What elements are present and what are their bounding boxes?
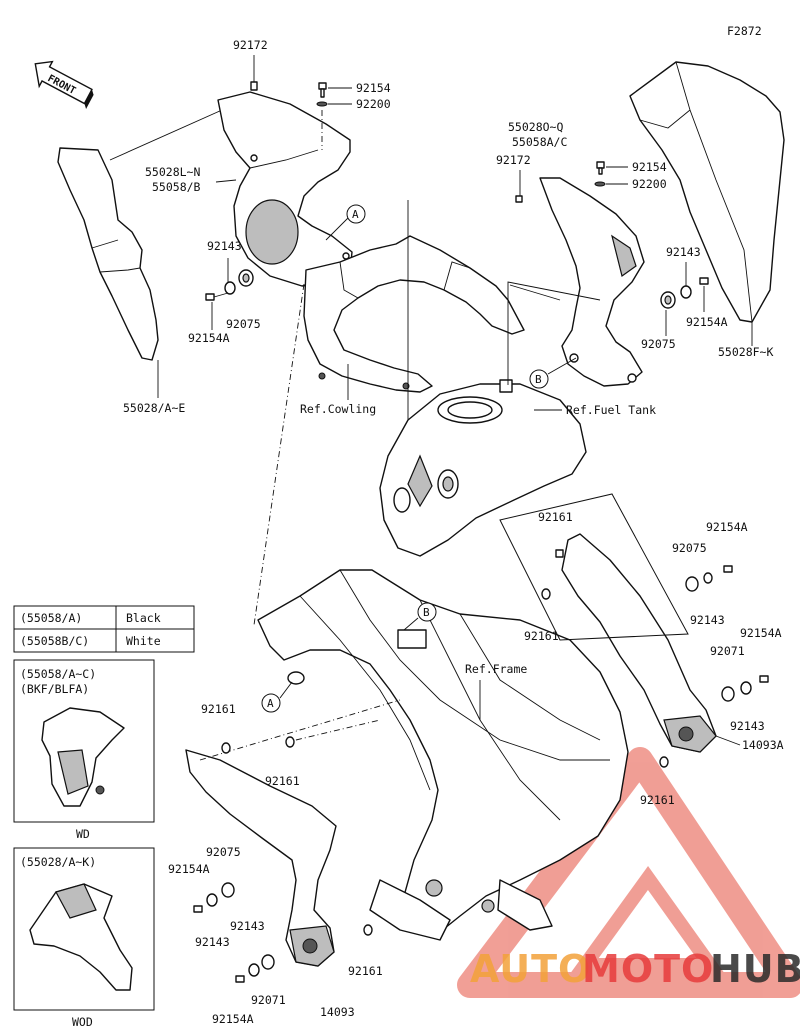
watermark-hub: HUB xyxy=(710,947,800,991)
color-table: (55058/A) Black (55058B/C) White xyxy=(13,605,195,653)
right-lower-bracket-box xyxy=(499,493,689,641)
callout-b-top: B xyxy=(529,357,577,389)
label-92143-m: 92143 xyxy=(690,613,725,627)
label-92161-a: 92161 xyxy=(538,510,573,524)
inset-wd-title-1: (55058/A~C) xyxy=(20,667,96,681)
lower-cover-left xyxy=(185,749,337,967)
label-92154A-b2: 92154A xyxy=(212,1012,254,1026)
bolt-92154A-left xyxy=(205,292,229,330)
inset-wod-caption: WOD xyxy=(72,1015,93,1029)
inset-wod: (55028/A~K) WOD xyxy=(13,847,155,1029)
label-92154A-m2: 92154A xyxy=(740,626,782,640)
color-code-row1: (55058/A) xyxy=(20,611,82,625)
svg-text:B: B xyxy=(423,606,430,619)
hardware-right-lower xyxy=(541,549,769,768)
inner-panel-left xyxy=(217,91,353,287)
label-92200-top: 92200 xyxy=(356,97,391,111)
label-55028AE: 55028/A~E xyxy=(123,401,185,415)
fastener-92154-top xyxy=(316,82,352,150)
label-55058B: 55058/B xyxy=(152,180,201,194)
fastener-92172-top xyxy=(250,55,258,91)
label-92075-right: 92075 xyxy=(641,337,676,351)
watermark-text: AUTO MOTO HUB xyxy=(470,947,800,991)
label-92071-b: 92071 xyxy=(251,993,286,1007)
frame-ref xyxy=(257,569,629,941)
label-92161-e: 92161 xyxy=(265,774,300,788)
label-92071-m: 92071 xyxy=(710,644,745,658)
side-cover-right xyxy=(629,61,785,323)
watermark-auto: AUTO xyxy=(470,947,591,991)
label-92161-b: 92161 xyxy=(524,629,559,643)
color-name-row1: Black xyxy=(126,611,161,625)
grommet-92143-right xyxy=(660,262,709,336)
watermark-logo xyxy=(457,747,800,998)
label-ref-cowling: Ref.Cowling xyxy=(300,402,376,416)
label-92143-b: 92143 xyxy=(195,935,230,949)
label-ref-frame: Ref.Frame xyxy=(465,662,527,676)
label-92200-right: 92200 xyxy=(632,177,667,191)
front-arrow-icon: FRONT xyxy=(34,60,94,109)
figure-code: F2872 xyxy=(727,24,762,38)
label-92161-c: 92161 xyxy=(640,793,675,807)
label-92154A-b: 92154A xyxy=(168,862,210,876)
label-92161-d: 92161 xyxy=(201,702,236,716)
inner-panel-right xyxy=(539,177,645,387)
inset-wd-title-2: (BKF/BLFA) xyxy=(20,682,89,696)
label-92143-b2: 92143 xyxy=(230,919,265,933)
side-cover-left xyxy=(57,147,159,361)
label-55028OQ: 55028O~Q xyxy=(508,120,563,134)
label-92075-m: 92075 xyxy=(672,541,707,555)
cowling-ref xyxy=(303,235,525,393)
label-55058AC: 55058A/C xyxy=(512,135,567,149)
label-14093: 14093 xyxy=(320,1005,355,1019)
label-92172-top: 92172 xyxy=(233,38,268,52)
label-92172-right: 92172 xyxy=(496,153,531,167)
callout-a-top: A xyxy=(325,204,366,241)
part-labels: 92172 92154 92200 55028L~N 55058/B 92143… xyxy=(123,38,784,1026)
label-92143-left: 92143 xyxy=(207,239,242,253)
label-92154A-right: 92154A xyxy=(686,315,728,329)
lower-cover-right xyxy=(561,533,717,753)
label-92154-top: 92154 xyxy=(356,81,391,95)
label-ref-fuel-tank: Ref.Fuel Tank xyxy=(566,403,656,417)
hardware-left-lower xyxy=(193,736,373,983)
color-code-row2: (55058B/C) xyxy=(20,634,89,648)
grommet-92143-left xyxy=(224,258,254,295)
svg-text:A: A xyxy=(267,697,274,710)
svg-text:B: B xyxy=(535,373,542,386)
label-92154A-m: 92154A xyxy=(706,520,748,534)
label-92154A-left: 92154A xyxy=(188,331,230,345)
color-name-row2: White xyxy=(126,634,161,648)
label-92154-right: 92154 xyxy=(632,160,667,174)
label-55028FK: 55028F~K xyxy=(718,345,773,359)
label-92161-f: 92161 xyxy=(348,964,383,978)
label-55028LN: 55028L~N xyxy=(145,165,200,179)
inset-wd-caption: WD xyxy=(76,827,90,841)
fastener-92154-right xyxy=(594,161,628,187)
label-92143-right: 92143 xyxy=(666,245,701,259)
label-14093A: 14093A xyxy=(742,738,784,752)
inset-wd: (55058/A~C) (BKF/BLFA) WD xyxy=(13,659,155,841)
fuel-tank-ref xyxy=(379,379,587,557)
svg-text:A: A xyxy=(352,208,359,221)
callout-a-frame: A xyxy=(261,681,293,713)
inset-wod-title: (55028/A~K) xyxy=(20,855,96,869)
watermark-moto: MOTO xyxy=(582,947,714,991)
label-92075-b: 92075 xyxy=(206,845,241,859)
callout-b-frame: B xyxy=(403,602,437,631)
label-92075-left: 92075 xyxy=(226,317,261,331)
label-92143-m2: 92143 xyxy=(730,719,765,733)
